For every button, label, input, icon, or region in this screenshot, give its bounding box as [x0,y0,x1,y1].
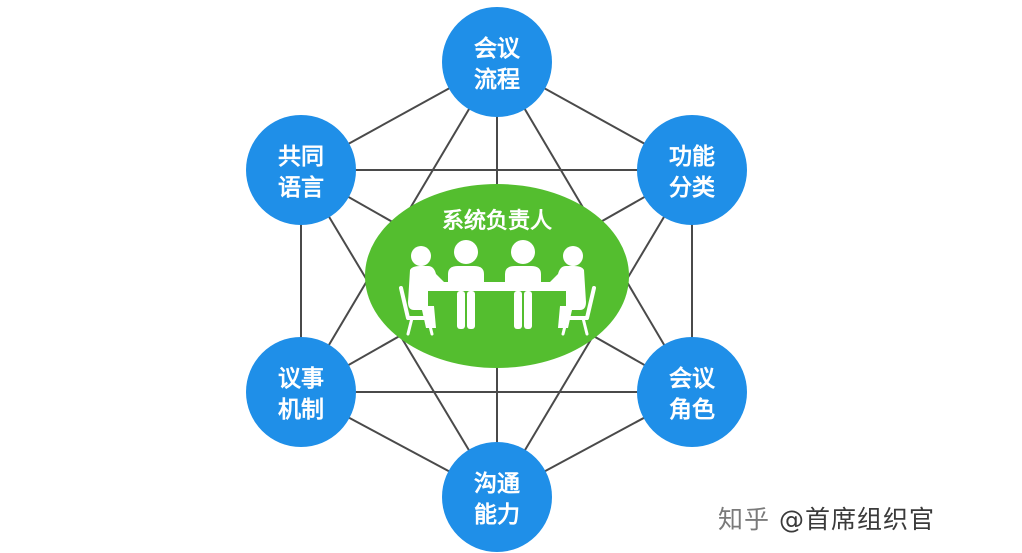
node-label-line1-bottom-left: 议事 [278,366,324,392]
node-label-line2-bottom-left: 机制 [278,397,324,423]
watermark: 知乎 @首席组织官 [718,500,1008,540]
node-circle-top-right [637,115,747,225]
node-label-line2-top-right: 分类 [669,175,715,201]
node-label-line1-top-right: 功能 [669,143,715,170]
node-circle-bottom-right [637,337,747,447]
center-title: 系统负责人 [442,208,552,234]
node-label-line1-bottom: 沟通 [474,470,520,497]
node-label-line2-top-left: 语言 [278,174,324,201]
node-label-line2-top: 流程 [474,66,520,93]
watermark-source: 知乎 [718,505,771,534]
node-circle-bottom-left [246,337,356,447]
node-label-line1-top-left: 共同 [278,144,324,170]
watermark-author: @首席组织官 [778,505,935,534]
node-label-line2-bottom: 能力 [474,501,520,528]
node-circle-top [442,7,552,117]
node-label-line1-top: 会议 [474,35,521,62]
node-label-line1-bottom-right: 会议 [669,365,716,392]
node-label-line2-bottom-right: 角色 [669,396,715,423]
meeting-table-icon [399,240,596,336]
center-group: 系统负责人 [365,184,629,368]
node-circle-bottom [442,442,552,552]
node-circle-top-left [246,115,356,225]
